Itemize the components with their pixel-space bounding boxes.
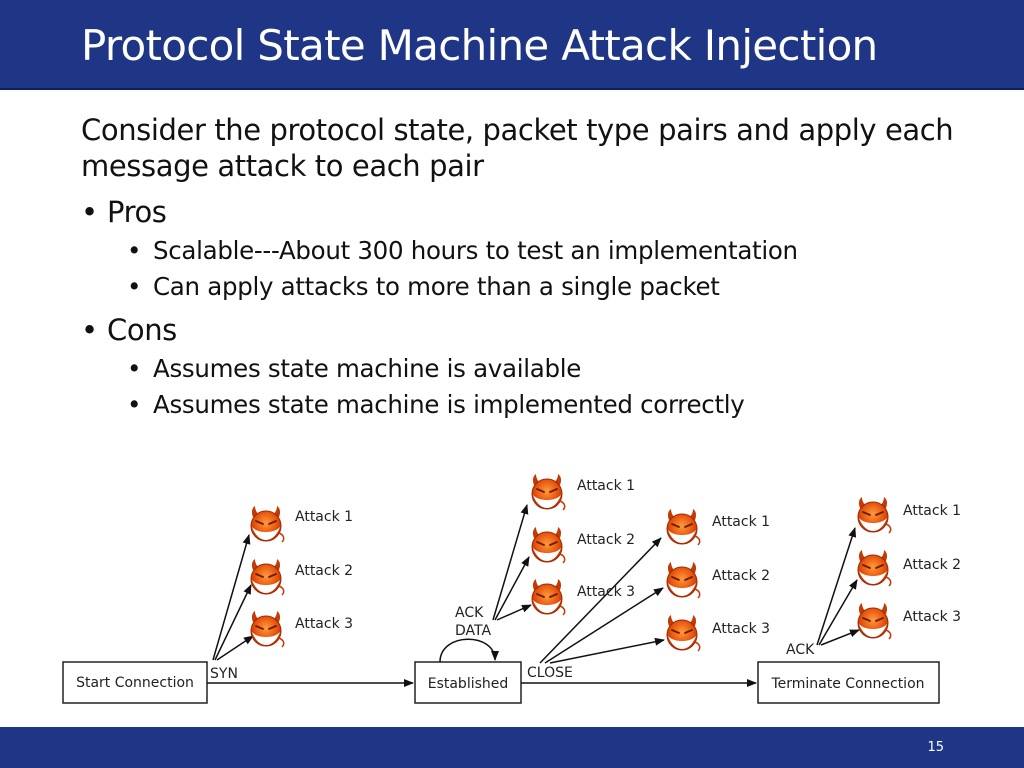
state-terminate-label: Terminate Connection — [770, 676, 924, 692]
label-ack-final: ACK — [786, 642, 815, 658]
state-start-label: Start Connection — [76, 675, 194, 691]
sub-bullet: • Scalable---About 300 hours to test an i… — [127, 236, 981, 266]
bullet-pros-label: Pros — [107, 195, 167, 229]
attack-arrow — [496, 604, 532, 621]
attack-arrow — [214, 584, 252, 661]
attack-label: Attack 1 — [903, 503, 961, 519]
bullet-cons-label: Cons — [107, 313, 177, 347]
label-data: DATA — [455, 623, 491, 639]
state-machine-diagram: Start Connection Established Terminate C… — [62, 473, 961, 704]
transition-self-loop — [439, 638, 499, 663]
bullet-cons: • Cons — [81, 312, 981, 348]
attack-label: Attack 1 — [712, 514, 770, 530]
attack-label: Attack 1 — [295, 509, 353, 525]
devil-icon — [666, 614, 701, 652]
devil-icon — [666, 508, 701, 546]
footer-bar: 15 — [0, 727, 1024, 768]
attack-arrow — [549, 637, 665, 664]
bullet-dot: • — [127, 272, 142, 301]
state-start-connection — [62, 661, 208, 704]
sub-bullet: • Can apply attacks to more than a single… — [127, 272, 981, 302]
devil-icon — [250, 505, 285, 543]
bullet-dot: • — [81, 313, 98, 347]
state-established — [414, 661, 522, 704]
devil-icon — [857, 549, 892, 587]
lead-text: Consider the protocol state, packet type… — [81, 113, 954, 183]
attack-arrow — [212, 534, 251, 661]
label-syn: SYN — [210, 666, 238, 682]
attack-label: Attack 2 — [712, 568, 770, 584]
bullet-dot: • — [127, 236, 142, 265]
devil-icon — [857, 602, 892, 640]
sub-bullet-text: Can apply attacks to more than a single … — [153, 272, 720, 301]
attack-label: Attack 3 — [712, 621, 770, 637]
devil-icon — [531, 526, 566, 564]
attack-label: Attack 2 — [903, 557, 961, 573]
attack-label: Attack 2 — [295, 563, 353, 579]
attack-arrow — [820, 629, 860, 646]
bullet-dot: • — [127, 390, 142, 419]
devil-icon — [857, 496, 892, 534]
sub-bullet: • Assumes state machine is available — [127, 354, 981, 384]
slide-title: Protocol State Machine Attack Injection — [81, 21, 878, 70]
attack-label: Attack 3 — [295, 616, 353, 632]
attack-arrow — [816, 527, 857, 646]
title-bar: Protocol State Machine Attack Injection — [0, 0, 1024, 90]
attack-label: Attack 2 — [577, 532, 635, 548]
state-terminate-connection — [757, 661, 940, 704]
devil-icon — [531, 473, 566, 511]
attack-arrow — [494, 556, 530, 621]
page-number: 15 — [927, 740, 944, 755]
sub-bullet-text: Scalable---About 300 hours to test an im… — [153, 236, 798, 265]
bullet-dot: • — [81, 195, 98, 229]
attack-arrow — [216, 635, 254, 661]
sub-bullet-text: Assumes state machine is available — [153, 354, 581, 383]
devil-icon — [666, 561, 701, 599]
attack-label: Attack 1 — [577, 478, 635, 494]
attack-label: Attack 3 — [903, 609, 961, 625]
devil-icon — [250, 558, 285, 596]
slide-body: Consider the protocol state, packet type… — [81, 112, 981, 420]
attack-arrow — [539, 537, 662, 664]
label-close: CLOSE — [527, 665, 573, 681]
attack-arrow — [544, 587, 664, 664]
devil-icon — [531, 578, 566, 616]
bullet-pros: • Pros — [81, 194, 981, 230]
sub-bullet: • Assumes state machine is implemented co… — [127, 390, 981, 420]
attack-arrow — [492, 504, 529, 621]
attack-arrow — [818, 579, 858, 646]
state-established-label: Established — [428, 676, 509, 692]
bullet-dot: • — [127, 354, 142, 383]
devil-icon — [250, 610, 285, 648]
label-ack: ACK — [455, 605, 484, 621]
attack-label: Attack 3 — [577, 584, 635, 600]
sub-bullet-text: Assumes state machine is implemented cor… — [153, 390, 745, 419]
